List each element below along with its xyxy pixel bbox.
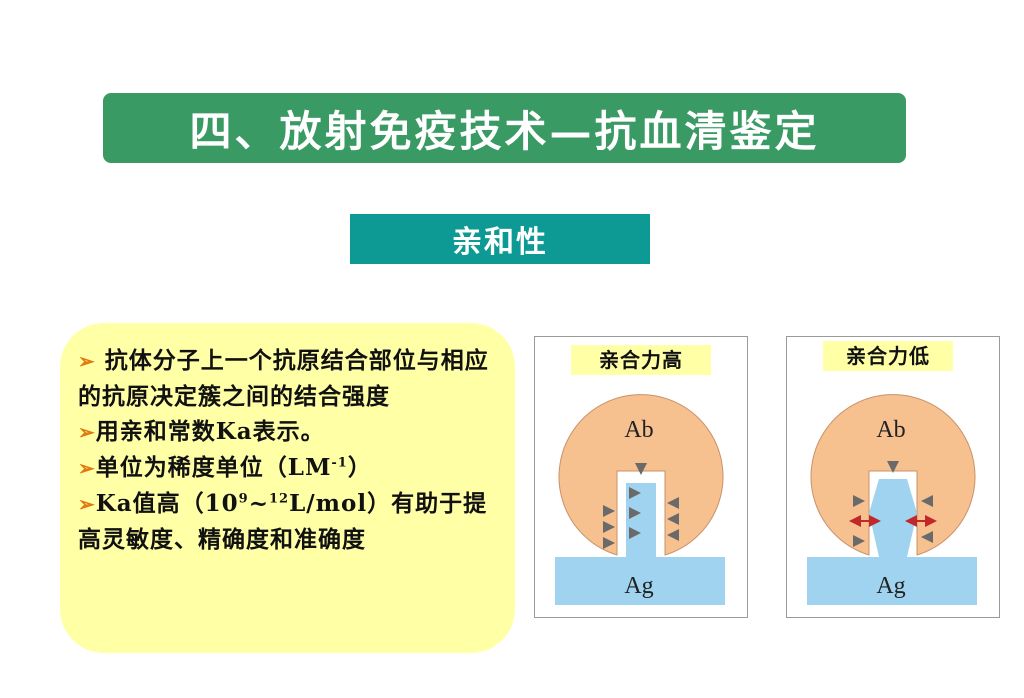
bullet-item: ➢用亲和常数Ka表示。 [78,414,489,450]
high-affinity-illustration: Ab Ag [555,394,725,605]
bullet-text: Ka值高（10 [95,490,239,517]
page-title: 四、放射免疫技术—抗血清鉴定 [189,106,820,156]
superscript: 9 [238,491,249,507]
bullet-item: ➢单位为稀度单位（LM-1） [78,450,489,486]
superscript: -1 [331,455,348,471]
antibody-shape [810,394,976,556]
diagram-high-affinity: Ab Ag 亲合力高 [534,336,748,618]
antibody-label: Ab [876,417,905,443]
low-affinity-label: 亲合力低 [823,341,953,371]
antigen-label: Ag [876,573,905,599]
antigen-shape [555,483,725,605]
section-subtitle: 亲和性 [452,225,548,260]
antigen-label: Ag [624,573,653,599]
superscript: 12 [269,491,290,507]
low-affinity-illustration: Ab Ag [807,394,977,605]
bullet-item: ➢Ka值高（109~12L/mol）有助于提高灵敏度、精确度和准确度 [78,486,489,557]
bullet-text: ~ [248,490,269,517]
bullet-arrow-icon: ➢ [78,456,96,480]
bullet-text: 抗体分子上一个抗原结合部位与相应的抗原决定簇之间的结合强度 [78,347,489,410]
bullet-text: ） [347,454,372,481]
antibody-label: Ab [624,417,653,443]
bullet-text: 单位为稀度单位（LM [95,454,332,481]
info-panel: ➢ 抗体分子上一个抗原结合部位与相应的抗原决定簇之间的结合强度 ➢用亲和常数Ka… [60,323,515,653]
antigen-shape [807,479,977,605]
diagram-low-affinity: Ab Ag 亲合力低 [786,336,1000,618]
title-banner: 四、放射免疫技术—抗血清鉴定 [103,93,906,163]
binding-arrows [853,461,933,547]
bullet-text: L/mol）有助于提高灵敏度、精确度和准确度 [78,490,488,553]
bullet-arrow-icon: ➢ [78,420,96,444]
antibody-shape [558,394,724,556]
bullet-item: ➢ 抗体分子上一个抗原结合部位与相应的抗原决定簇之间的结合强度 [78,343,489,414]
bullet-arrow-icon: ➢ [78,349,96,373]
binding-arrows [603,463,679,549]
high-affinity-label: 亲合力高 [571,345,711,375]
bullet-text: 用亲和常数Ka表示。 [95,418,325,445]
subtitle-banner: 亲和性 [350,214,650,264]
bullet-arrow-icon: ➢ [78,492,96,516]
